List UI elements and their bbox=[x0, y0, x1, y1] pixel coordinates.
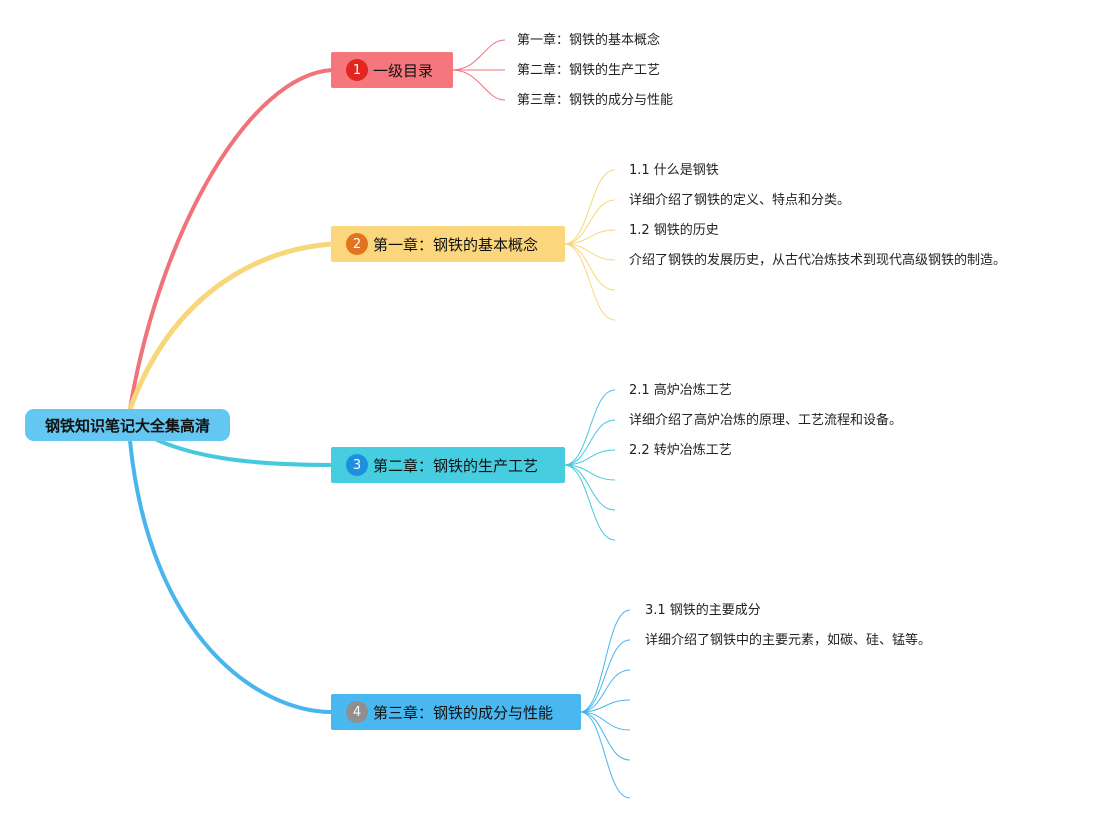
root-label: 钢铁知识笔记大全集高清 bbox=[44, 416, 210, 435]
branch-label: 第二章：钢铁的生产工艺 bbox=[373, 456, 539, 475]
leaf-item[interactable]: 3.1 钢铁的主要成分 bbox=[645, 603, 761, 618]
branch-label: 第三章：钢铁的成分与性能 bbox=[373, 703, 554, 722]
number-badge-icon: 2 bbox=[346, 233, 368, 255]
branch-label: 第一章：钢铁的基本概念 bbox=[373, 235, 539, 254]
leaf-item[interactable]: 详细介绍了钢铁的定义、特点和分类。 bbox=[629, 193, 851, 208]
number-badge-icon: 1 bbox=[346, 59, 368, 81]
leaf-item[interactable]: 1.2 钢铁的历史 bbox=[629, 223, 719, 238]
edge-root-branch-1 bbox=[128, 68, 333, 410]
branch-label: 一级目录 bbox=[373, 61, 434, 80]
leaf-item[interactable]: 详细介绍了高炉冶炼的原理、工艺流程和设备。 bbox=[629, 413, 903, 428]
edge-root-branch-4 bbox=[128, 440, 333, 714]
root-node[interactable]: 钢铁知识笔记大全集高清 bbox=[25, 409, 230, 441]
leaf-item[interactable]: 2.2 转炉冶炼工艺 bbox=[629, 443, 732, 458]
leaf-item[interactable]: 第三章：钢铁的成分与性能 bbox=[517, 93, 674, 108]
branch-node-4[interactable]: 4 第三章：钢铁的成分与性能 bbox=[331, 694, 581, 730]
leaf-item[interactable]: 第一章：钢铁的基本概念 bbox=[517, 33, 661, 48]
leaf-item[interactable]: 第二章：钢铁的生产工艺 bbox=[517, 63, 661, 78]
edge-root-branch-2 bbox=[127, 241, 333, 410]
branch-node-2[interactable]: 2 第一章：钢铁的基本概念 bbox=[331, 226, 565, 262]
leaf-item[interactable]: 1.1 什么是钢铁 bbox=[629, 163, 719, 178]
branch-node-1[interactable]: 1 一级目录 bbox=[331, 52, 453, 88]
leaf-item[interactable]: 2.1 高炉冶炼工艺 bbox=[629, 383, 732, 398]
leaf-item[interactable]: 介绍了钢铁的发展历史，从古代冶炼技术到现代高级钢铁的制造。 bbox=[629, 253, 1007, 268]
number-badge-icon: 3 bbox=[346, 454, 368, 476]
leaf-item[interactable]: 详细介绍了钢铁中的主要元素，如碳、硅、锰等。 bbox=[645, 633, 932, 648]
number-badge-icon: 4 bbox=[346, 701, 368, 723]
branch-node-3[interactable]: 3 第二章：钢铁的生产工艺 bbox=[331, 447, 565, 483]
